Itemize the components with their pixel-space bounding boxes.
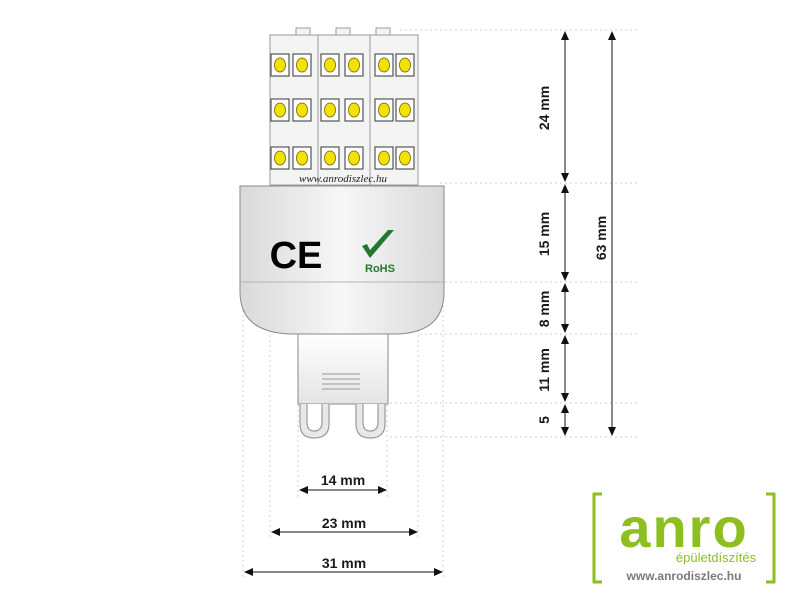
led-emitter xyxy=(296,57,308,73)
led-emitter xyxy=(274,102,286,118)
watermark-url: www.anrodiszlec.hu xyxy=(299,173,388,185)
dim-11mm: 11 mm xyxy=(536,348,552,392)
led-emitter xyxy=(274,57,286,73)
led-emitter xyxy=(399,150,411,166)
rohs-label: RoHS xyxy=(365,263,395,275)
led-emitter xyxy=(348,150,360,166)
logo-url: www.anrodiszlec.hu xyxy=(626,569,742,583)
led-emitter xyxy=(348,57,360,73)
anro-logo: anro épületdíszítés www.anrodiszlec.hu xyxy=(592,492,776,584)
dim-8mm: 8 mm xyxy=(536,291,552,328)
led-emitter xyxy=(324,150,336,166)
led-emitter xyxy=(296,150,308,166)
rohs-check-icon xyxy=(362,230,394,258)
dim-15mm: 15 mm xyxy=(536,212,552,256)
g9-pins xyxy=(299,404,386,439)
dim-63mm: 63 mm xyxy=(593,216,609,260)
led-emitter xyxy=(324,57,336,73)
led-emitter xyxy=(348,102,360,118)
logo-tagline: épületdíszítés xyxy=(676,550,757,565)
ce-mark: CE xyxy=(270,235,323,277)
dim-5: 5 xyxy=(536,416,552,424)
dim-24mm: 24 mm xyxy=(536,86,552,130)
led-emitter xyxy=(378,57,390,73)
dim-23mm: 23 mm xyxy=(322,515,366,531)
led-emitter xyxy=(399,57,411,73)
dim-14mm: 14 mm xyxy=(321,472,365,488)
led-emitter xyxy=(296,102,308,118)
led-emitter xyxy=(378,102,390,118)
led-emitter xyxy=(378,150,390,166)
led-emitter xyxy=(399,102,411,118)
dim-31mm: 31 mm xyxy=(322,555,366,571)
logo-name: anro xyxy=(619,496,748,559)
bulb-cap xyxy=(297,333,389,405)
vertical-dimensions xyxy=(561,31,616,436)
led-emitter xyxy=(274,150,286,166)
led-emitter xyxy=(324,102,336,118)
horizontal-dimensions xyxy=(244,486,443,576)
led-array xyxy=(269,27,419,186)
